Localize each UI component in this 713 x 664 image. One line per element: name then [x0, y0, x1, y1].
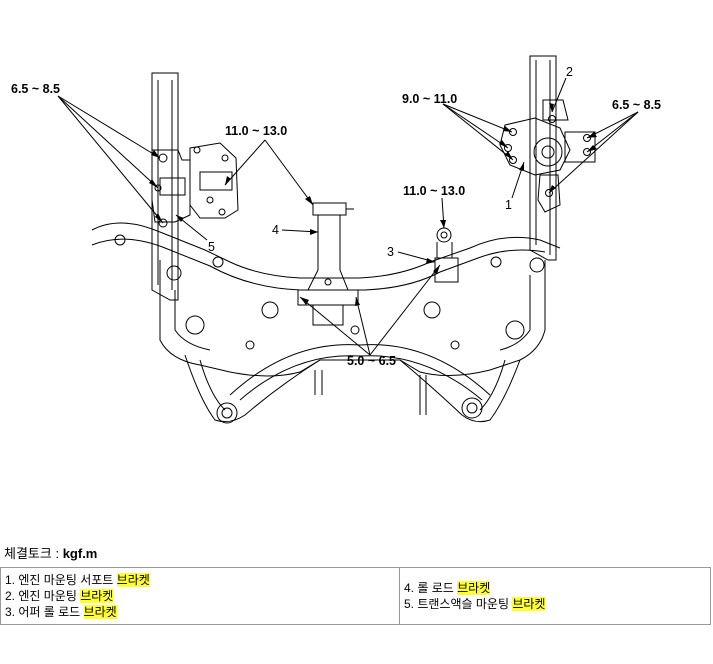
- torque-label-right-top: 9.0 ~ 11.0: [402, 92, 458, 106]
- legend-item-highlight: 브라켓: [457, 581, 491, 595]
- right-lower-arm: [399, 359, 521, 423]
- legend-item: 1. 엔진 마운팅 서포트 브라켓: [5, 572, 395, 588]
- left-lower-arm: [184, 354, 321, 423]
- torque-unit-value: kgf.m: [62, 546, 98, 561]
- torque-label-roll-rod-upper: 11.0 ~ 13.0: [403, 184, 466, 198]
- legend-item-highlight: 브라켓: [116, 573, 150, 587]
- callout-5: 5: [208, 240, 215, 254]
- upper-roll-rod-bracket: [434, 227, 459, 283]
- torque-unit-note: 체결토크 : kgf.m: [4, 543, 97, 562]
- torque-label-bottom-center: 5.0 ~ 6.5: [347, 354, 396, 368]
- legend-item-text: 3. 어퍼 롤 로드: [5, 605, 84, 619]
- torque-label-center-top: 11.0 ~ 13.0: [225, 124, 288, 138]
- legend-item-text: 1. 엔진 마운팅 서포트: [5, 573, 117, 587]
- legend-item: 2. 엔진 마운팅 브라켓: [5, 588, 395, 604]
- torque-label-left-mount: 6.5 ~ 8.5: [11, 82, 60, 96]
- parts-legend-table: 1. 엔진 마운팅 서포트 브라켓 2. 엔진 마운팅 브라켓 3. 어퍼 롤 …: [0, 567, 711, 625]
- roll-rod: [297, 202, 359, 326]
- legend-item-highlight: 브라켓: [512, 597, 546, 611]
- front-crossmember: [91, 222, 561, 279]
- callout-4: 4: [272, 223, 279, 237]
- callout-1: 1: [505, 198, 512, 212]
- callout-2: 2: [566, 65, 573, 79]
- callout-3: 3: [387, 245, 394, 259]
- right-frame-rail: [529, 55, 557, 261]
- torque-unit-prefix: 체결토크 :: [4, 546, 63, 561]
- left-frame-rail: [151, 72, 179, 301]
- subframe-mount-diagram: [57, 55, 639, 424]
- legend-item-highlight: 브라켓: [80, 589, 114, 603]
- engine-mount-support-bracket: [499, 99, 596, 213]
- transaxle-mount-bracket: [151, 149, 191, 228]
- legend-item-text: 4. 롤 로드: [404, 581, 458, 595]
- legend-left-column: 1. 엔진 마운팅 서포트 브라켓 2. 엔진 마운팅 브라켓 3. 어퍼 롤 …: [0, 567, 400, 625]
- legend-item-text: 5. 트랜스액슬 마운팅: [404, 597, 513, 611]
- legend-item: 5. 트랜스액슬 마운팅 브라켓: [404, 596, 706, 612]
- legend-item: 4. 롤 로드 브라켓: [404, 580, 706, 596]
- legend-item-highlight: 브라켓: [83, 605, 117, 619]
- left-mount-housing: [189, 142, 239, 219]
- legend-item-text: 2. 엔진 마운팅: [5, 589, 81, 603]
- torque-label-right-mount: 6.5 ~ 8.5: [612, 98, 661, 112]
- legend-item: 3. 어퍼 롤 로드 브라켓: [5, 604, 395, 620]
- legend-right-column: 4. 롤 로드 브라켓 5. 트랜스액슬 마운팅 브라켓: [400, 568, 711, 625]
